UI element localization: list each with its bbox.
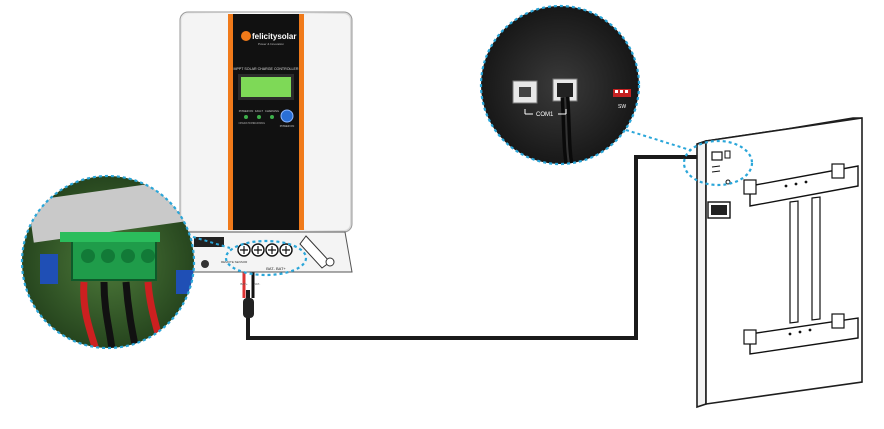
status-sub-operation: OPERATION (238, 121, 253, 125)
remote-sensor-label: REMOTE SENSOR (221, 260, 248, 264)
battery-terminals: BAT- BAT+ BAT+ BAT- (237, 243, 293, 286)
inset-switch-label: SW (618, 104, 626, 110)
controller-left-panel (182, 14, 230, 230)
battery-cable (242, 155, 712, 340)
status-indicators: POWER ON FAULT CHARGING OPERATION WARNIN… (238, 109, 279, 125)
inset-com-label: COM1 (536, 112, 554, 118)
pv-connector-icon (299, 235, 331, 269)
inset-red-wire (80, 281, 100, 348)
inset-right-outline (479, 4, 641, 166)
terminal-neg-label: BAT- (254, 282, 260, 286)
battery-port-inset-photo: COM1 SW (479, 4, 691, 166)
inset-connector-line (169, 229, 231, 249)
lower-mounting-bracket (743, 313, 859, 355)
battery-com-port (711, 151, 723, 161)
led-charging (270, 115, 274, 119)
battery-led (725, 179, 731, 185)
upper-mounting-bracket (743, 163, 859, 207)
status-label-fault: FAULT (255, 109, 263, 113)
terminal-highlight (224, 239, 308, 277)
status-label-charging: CHARGING (265, 109, 279, 113)
ground-screw (325, 257, 335, 267)
battery-port-highlight (682, 139, 754, 187)
terminal-pos-label: BAT+ (240, 282, 248, 286)
power-button-label: POWER ON (280, 124, 295, 128)
led-power-on (244, 115, 248, 119)
right-rail (811, 196, 821, 321)
status-label-power-on: POWER ON (239, 109, 254, 113)
terminal-inset-photo (20, 174, 231, 350)
remote-sensor-port (201, 260, 209, 268)
cable-line (246, 155, 712, 340)
power-button[interactable] (280, 109, 294, 123)
controller-right-panel (302, 14, 350, 230)
lcd-screen (241, 77, 291, 97)
battery-terminal-label: BAT- BAT+ (266, 266, 286, 271)
ferrite-core (243, 298, 254, 318)
left-rail (789, 200, 799, 324)
rs485-block (194, 237, 224, 247)
battery-front (705, 117, 863, 405)
brand-tagline: Power & Innovation (258, 42, 284, 46)
charge-controller: felicitysolar Power & Innovation MPPT SO… (179, 11, 353, 286)
inset-metal-plate (27, 178, 193, 243)
panel-title: MPPT SOLAR CHARGE CONTROLLER (233, 67, 298, 71)
wall-battery (696, 117, 863, 409)
led-fault (257, 115, 261, 119)
inset-right-connector-line (625, 129, 691, 151)
brand-logo-icon (241, 31, 251, 41)
inset-left-outline (20, 174, 196, 350)
battery-side (696, 139, 707, 409)
brand-name: felicitysolar (252, 32, 296, 41)
status-sub-warning: WARNING (253, 121, 265, 125)
